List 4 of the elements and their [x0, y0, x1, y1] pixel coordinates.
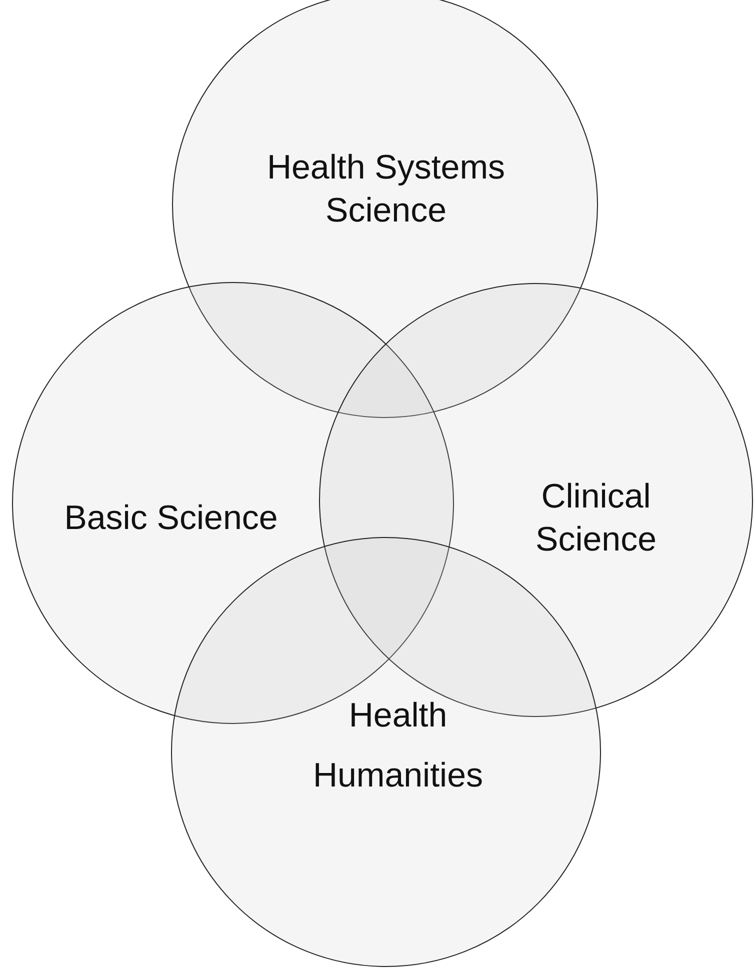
- circle-label: Clinical Science: [534, 476, 658, 560]
- circle-label: Basic Science: [63, 498, 279, 539]
- circle-label: Health Humanities: [312, 696, 484, 796]
- circle-label: Health Systems Science: [266, 148, 506, 231]
